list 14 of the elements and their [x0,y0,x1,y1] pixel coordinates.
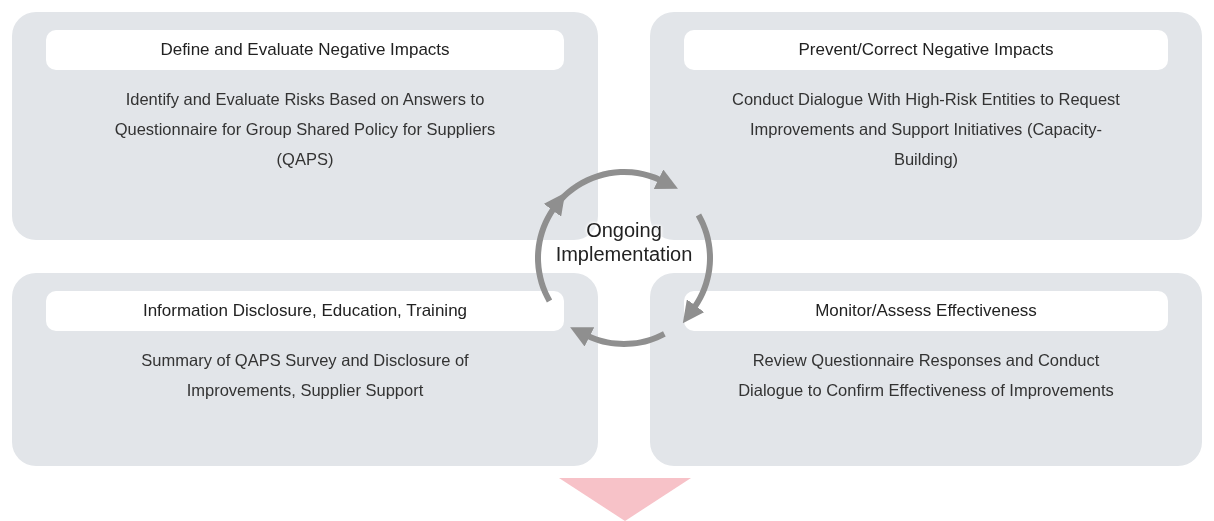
step-heading: Information Disclosure, Education, Training [46,291,564,331]
process-panel [650,273,1202,466]
step-heading: Monitor/Assess Effectiveness [684,291,1168,331]
step-heading: Define and Evaluate Negative Impacts [46,30,564,70]
step-description: Identify and Evaluate Risks Based on Answers to Questionnaire for Group Shared Policy for Suppliers (QAPS) [113,89,497,170]
cycle-label: Ongoing Implementation [554,218,694,266]
cycle-arrow [682,213,713,324]
step-description: Review Questionnaire Responses and Conduct Dialogue to Confirm Effectiveness of Improvements [737,350,1115,401]
step-heading: Prevent/Correct Negative Impacts [684,30,1168,70]
process-panel [12,273,598,466]
step-description: Summary of QAPS Survey and Disclosure of Improvements, Supplier Support [140,350,470,401]
step-description: Conduct Dialogue With High-Risk Entities to Request Improvements and Support Initiatives (Capacity-Building) [731,89,1121,170]
cycle-arrow [570,327,666,347]
cycle-arrow [535,192,566,303]
